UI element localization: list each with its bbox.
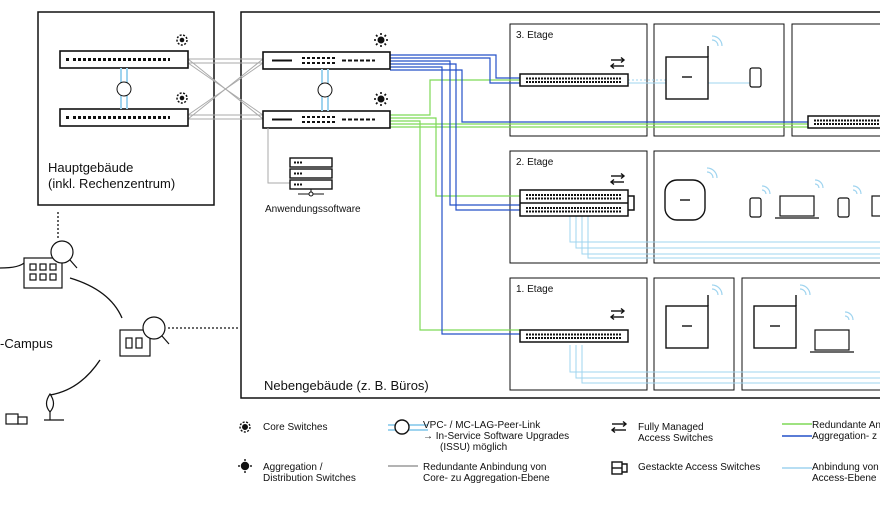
legend-redundant-green: Redundante An (812, 420, 880, 431)
aggregation-switch-bottom (262, 110, 391, 129)
floor3-room3 (791, 23, 880, 137)
stacked-access-switch-floor2 (519, 189, 635, 217)
floor2-room1 (509, 150, 648, 264)
legend-vpc-title: VPC- / MC-LAG-Peer-Link (423, 420, 541, 431)
core-peer-link (116, 68, 132, 109)
floor1-room3 (741, 277, 880, 391)
main-building-subtitle: (inkl. Rechenzentrum) (48, 176, 176, 191)
wifi-icon (706, 35, 862, 321)
campus-map (0, 212, 238, 396)
building-icon (5, 240, 170, 425)
access-switch-floor3-room3 (807, 115, 880, 129)
floor3-label: 3. Etage (516, 30, 554, 41)
legend-redundant-core-agg: Redundante Anbindung von Core- zu Aggreg… (423, 462, 550, 484)
floor1-label: 1. Etage (516, 284, 554, 295)
legend-stacked: Gestackte Access Switches (638, 462, 761, 473)
access-switch-floor3 (519, 73, 629, 87)
secondary-building-title: Nebengebäude (z. B. Büros) (264, 378, 429, 393)
floor2-label: 2. Etage (516, 157, 554, 168)
core-icon (176, 34, 188, 104)
legend-vpc-sub1: → In-Service Software Upgrades (423, 431, 570, 442)
access-switch-floor1 (519, 329, 629, 343)
legend-aggregation-blue: Aggregation- z (812, 431, 878, 442)
core-switch-top (59, 50, 189, 69)
legend-access-level: Anbindung von Access-Ebene (812, 462, 879, 484)
legend-core-label: Core Switches (263, 422, 328, 433)
server-stack-icon (267, 128, 333, 197)
aggregation-links-blue (390, 54, 808, 335)
main-building-title: Hauptgebäude (48, 160, 134, 175)
core-agg-links (187, 58, 264, 120)
legend-icons (238, 419, 812, 475)
core-switch-bottom (59, 108, 189, 127)
campus-label: -Campus (0, 336, 53, 351)
app-software-label: Anwendungssoftware (265, 204, 361, 215)
fully-managed-icon (609, 56, 626, 321)
access-links (569, 79, 880, 384)
legend-aggregation-label: Aggregation / Distribution Switches (263, 462, 356, 484)
floor2-room2 (653, 150, 880, 264)
floor1-room2 (653, 277, 735, 391)
access-point-icon (664, 46, 797, 349)
aggregation-peer-link (317, 69, 333, 111)
legend-fully-managed: Fully Managed Access Switches (638, 422, 714, 444)
redundant-links-green (390, 79, 808, 331)
aggregation-switch-top (262, 51, 391, 70)
device-icons (749, 67, 880, 353)
legend-vpc-sub2: (ISSU) möglich (440, 442, 508, 453)
aggregation-icon (374, 33, 388, 106)
